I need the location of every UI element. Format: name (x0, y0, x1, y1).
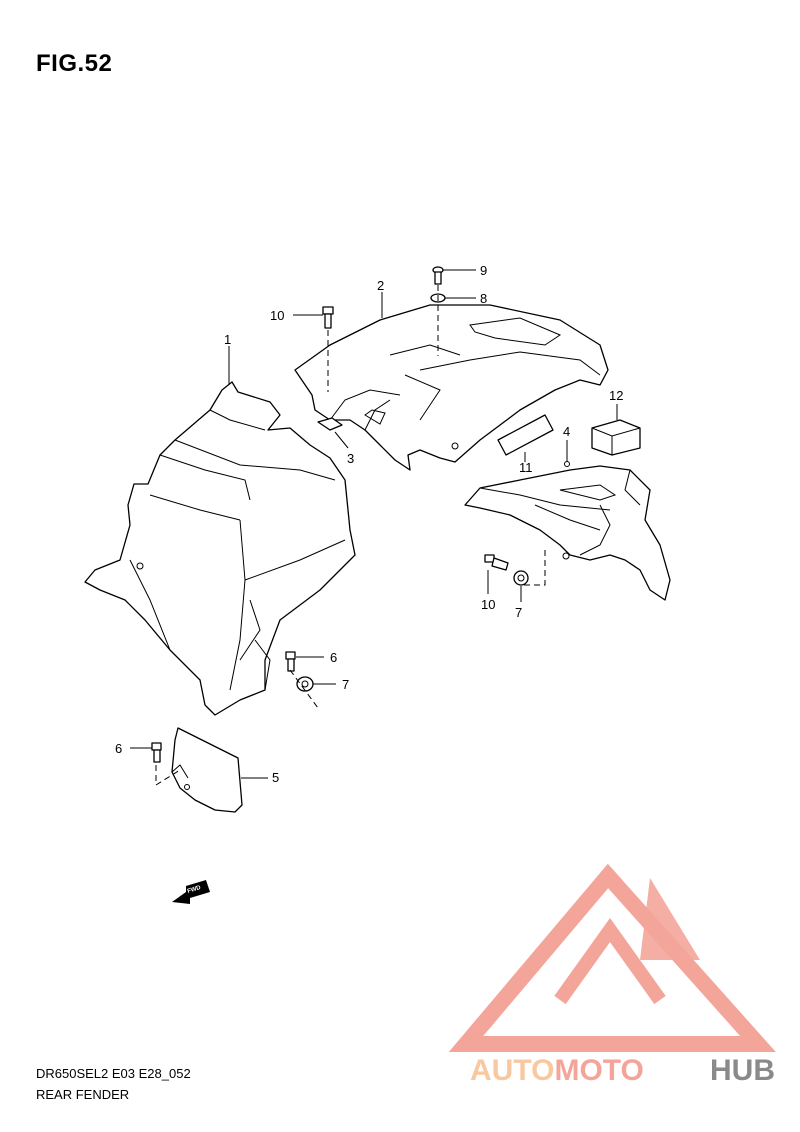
part-9-screw (432, 266, 444, 285)
callout-11: 11 (519, 460, 533, 475)
part-5-mud-flap (171, 727, 243, 813)
watermark-logo: AUTOMOTO HUB (448, 863, 776, 1087)
part-12-block (591, 419, 641, 456)
leader-3 (334, 431, 349, 449)
callout-1: 1 (224, 332, 231, 347)
part-7-nut-b (513, 570, 529, 586)
callout-12: 12 (609, 388, 623, 403)
callout-5: 5 (272, 770, 279, 785)
part-10-bolt-b (484, 554, 509, 571)
part-1-inner-fender (84, 381, 356, 716)
callout-2: 2 (377, 278, 384, 293)
callout-8: 8 (480, 291, 487, 306)
part-10-bolt-a (322, 306, 334, 329)
part-11-plate (497, 414, 554, 456)
callout-10a: 10 (270, 308, 284, 323)
callout-7b: 7 (515, 605, 522, 620)
assembly-line-6b-5 (155, 765, 181, 786)
part-4-license-bracket (464, 461, 671, 601)
part-3-clip (317, 417, 343, 431)
watermark-word-hub: HUB (710, 1054, 775, 1087)
figure-name: REAR FENDER (36, 1087, 130, 1102)
part-6-bolt-a (285, 651, 296, 672)
callout-4: 4 (563, 424, 570, 439)
part-2-rear-fender (294, 304, 609, 471)
callout-6b: 6 (115, 741, 122, 756)
part-6-bolt-b (151, 742, 162, 763)
figure-title: FIG.52 (36, 50, 113, 77)
callout-7a: 7 (342, 677, 349, 692)
callout-6a: 6 (330, 650, 337, 665)
callout-9: 9 (480, 263, 487, 278)
callout-3: 3 (347, 451, 354, 466)
watermark-word-automoto: AUTOMOTO (470, 1054, 644, 1087)
assembly-line-6-7 (289, 669, 319, 709)
assembly-line-4-10b (520, 550, 546, 586)
part-7-nut-a (296, 676, 314, 692)
callout-10b: 10 (481, 597, 495, 612)
fwd-label: FWD (187, 885, 202, 895)
fwd-arrow-icon: FWD (172, 880, 210, 904)
figure-code: DR650SEL2 E03 E28_052 (36, 1066, 191, 1081)
